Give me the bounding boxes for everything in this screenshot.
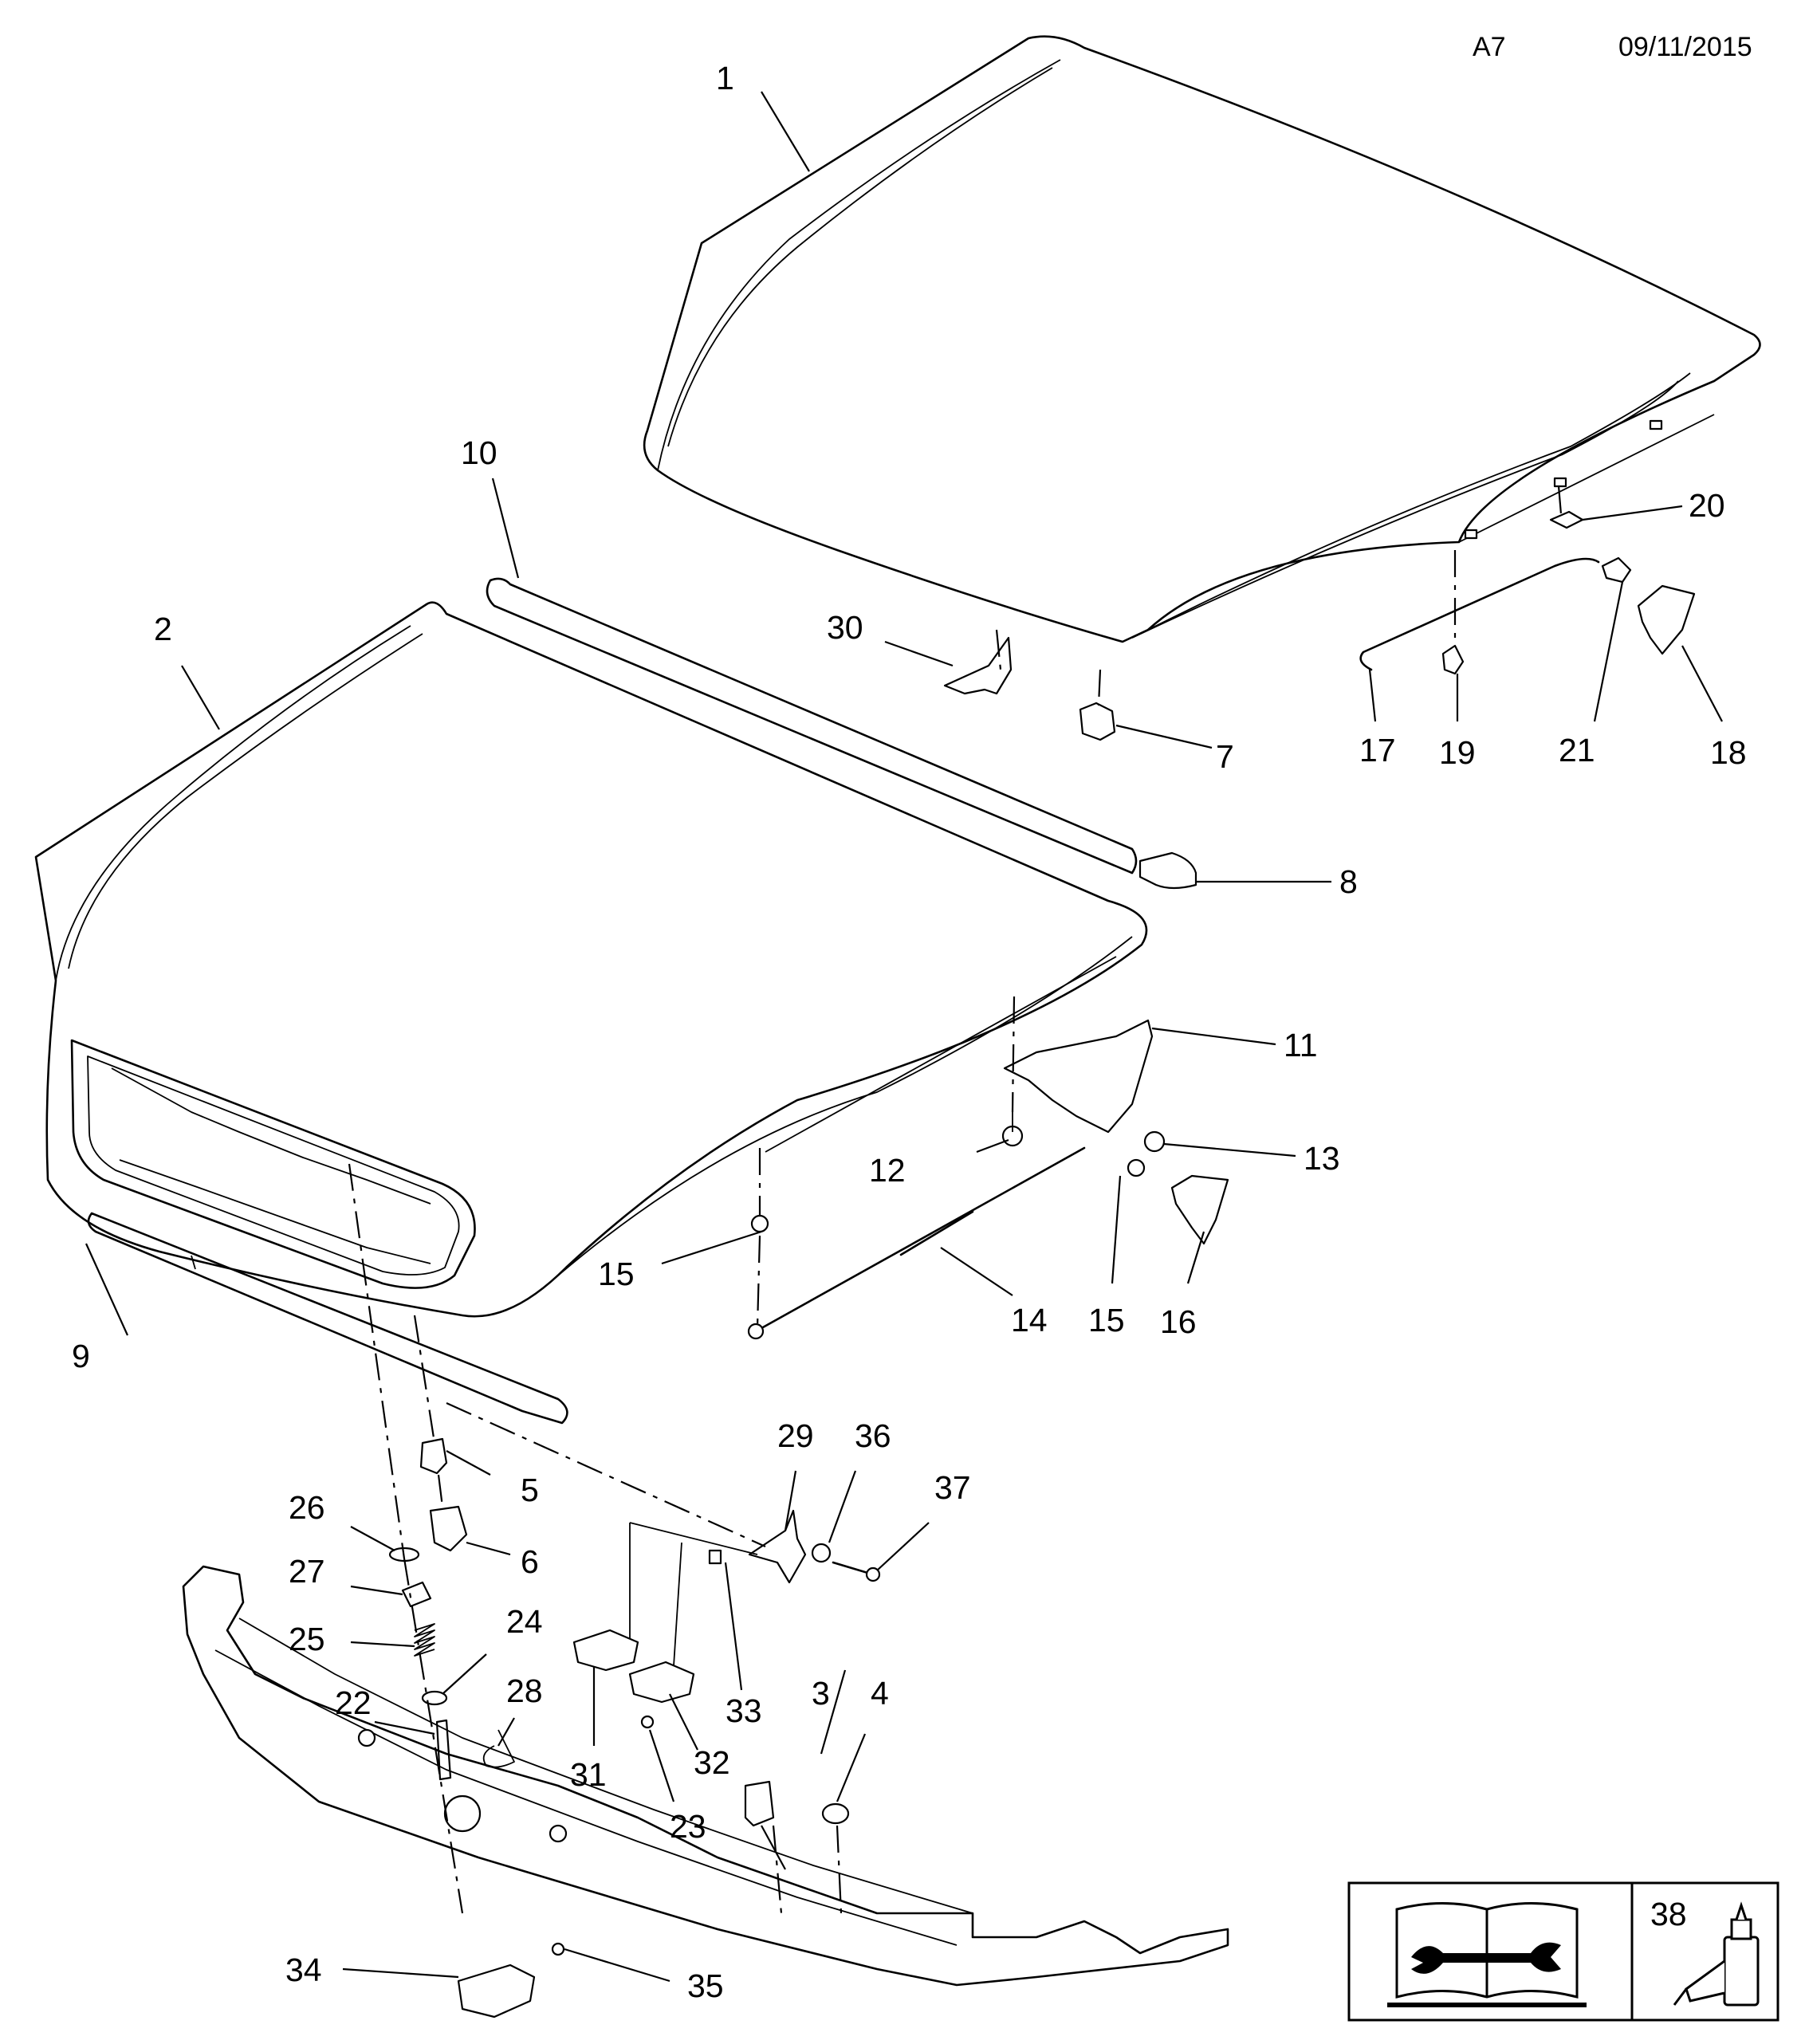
prop-rod-bracket[interactable]	[1637, 584, 1696, 655]
callout-19: 19	[1439, 734, 1476, 771]
bracket-screw[interactable]	[551, 1942, 565, 1956]
strut-ball-stud-hood[interactable]	[750, 1214, 769, 1233]
callout-11: 11	[1284, 1027, 1318, 1063]
alignment-lines	[348, 485, 1563, 1914]
callout-32: 32	[694, 1744, 730, 1781]
callout-12: 12	[869, 1152, 906, 1189]
callout-15-left: 15	[598, 1256, 635, 1292]
hood-latch-right[interactable]	[628, 1661, 695, 1704]
hood-inner-panel[interactable]	[34, 601, 1148, 1318]
latch-cable-clip[interactable]	[708, 1549, 722, 1565]
callout-14: 14	[1011, 1302, 1048, 1338]
hood-latch-left[interactable]	[572, 1629, 639, 1672]
hood-latch-striker-clip[interactable]	[1079, 702, 1116, 741]
latch-screw[interactable]	[640, 1715, 655, 1729]
callout-10: 10	[461, 434, 497, 471]
prop-rod-clip[interactable]	[1441, 644, 1465, 675]
callout-22: 22	[335, 1684, 372, 1721]
torsion-spring[interactable]	[482, 1729, 515, 1768]
latch-pin[interactable]	[435, 1719, 452, 1781]
gas-strut[interactable]	[754, 1146, 1086, 1333]
latch-bolt[interactable]	[832, 1561, 881, 1582]
callout-28: 28	[506, 1673, 543, 1709]
callout-8: 8	[1339, 863, 1358, 900]
hood-outer-panel[interactable]	[643, 35, 1761, 643]
rubber-bumper[interactable]	[1138, 851, 1197, 890]
callout-29: 29	[777, 1417, 814, 1454]
callout-7: 7	[1216, 738, 1234, 775]
latch-spring[interactable]	[811, 1543, 832, 1563]
callout-23: 23	[670, 1808, 706, 1845]
adhesive-bottle-icon	[1673, 1901, 1760, 2007]
callout-13: 13	[1304, 1140, 1340, 1177]
callout-24: 24	[506, 1603, 543, 1640]
callout-17: 17	[1359, 732, 1396, 768]
callout-6: 6	[521, 1543, 539, 1580]
prop-rod-retainer[interactable]	[1601, 556, 1632, 584]
callout-9: 9	[72, 1338, 90, 1374]
hood-bumper-lower[interactable]	[429, 1505, 468, 1552]
callout-27: 27	[289, 1553, 325, 1590]
callout-25: 25	[289, 1621, 325, 1657]
callout-2: 2	[154, 611, 172, 647]
callout-20: 20	[1689, 487, 1725, 524]
safety-catch[interactable]	[943, 636, 1013, 695]
latch-release-lever[interactable]	[748, 1509, 807, 1584]
callout-labels: 1 2 3 4 5 6 7 8 9 10 11 12 13 14 15 15 1…	[72, 60, 1747, 2004]
front-seal-strip[interactable]	[87, 1212, 568, 1425]
prop-rod[interactable]	[1359, 557, 1600, 671]
callout-33: 33	[726, 1692, 762, 1729]
snap-ring[interactable]	[421, 1690, 448, 1706]
hinge-bolt[interactable]	[1001, 1112, 1024, 1147]
prop-rod-holder[interactable]	[1549, 510, 1584, 529]
callout-1: 1	[716, 60, 734, 96]
strut-ball-stud-lower[interactable]	[747, 1323, 765, 1340]
hood-bumper-upper[interactable]	[419, 1437, 448, 1475]
round-plug[interactable]	[821, 1802, 850, 1825]
spring-retainer[interactable]	[401, 1581, 432, 1608]
rear-seal-strip[interactable]	[486, 577, 1138, 875]
legend-box: 38	[1347, 1881, 1779, 2022]
callout-34: 34	[285, 1952, 322, 1988]
latch-support-bracket[interactable]	[457, 1963, 536, 2018]
leader-lines	[85, 91, 1723, 1983]
diagram-date: 09/11/2015	[1618, 32, 1752, 62]
callout-30: 30	[827, 609, 863, 646]
strut-bracket[interactable]	[1170, 1174, 1229, 1245]
callout-37: 37	[934, 1469, 971, 1506]
callout-35: 35	[687, 1967, 724, 2004]
callout-21: 21	[1559, 732, 1595, 768]
hinge-nut[interactable]	[1143, 1130, 1166, 1153]
strut-ball-stud-upper[interactable]	[1127, 1158, 1146, 1177]
callout-3: 3	[812, 1675, 830, 1712]
compression-spring[interactable]	[414, 1623, 435, 1657]
radiator-support-panel[interactable]	[182, 1565, 1229, 1987]
legend-adhesive-label: 38	[1650, 1896, 1687, 1932]
callout-31: 31	[570, 1756, 607, 1793]
diagram-code: A7	[1473, 32, 1506, 62]
callout-36: 36	[855, 1417, 891, 1454]
callout-26: 26	[289, 1489, 325, 1526]
callout-5: 5	[521, 1472, 539, 1508]
callout-4: 4	[871, 1675, 889, 1712]
hood-hinge[interactable]	[1003, 1019, 1154, 1134]
rubber-plug[interactable]	[744, 1780, 775, 1827]
callout-15-right: 15	[1088, 1302, 1125, 1338]
callout-18: 18	[1710, 734, 1747, 771]
manual-wrench-icon	[1387, 1902, 1587, 2007]
callout-16: 16	[1160, 1303, 1197, 1340]
